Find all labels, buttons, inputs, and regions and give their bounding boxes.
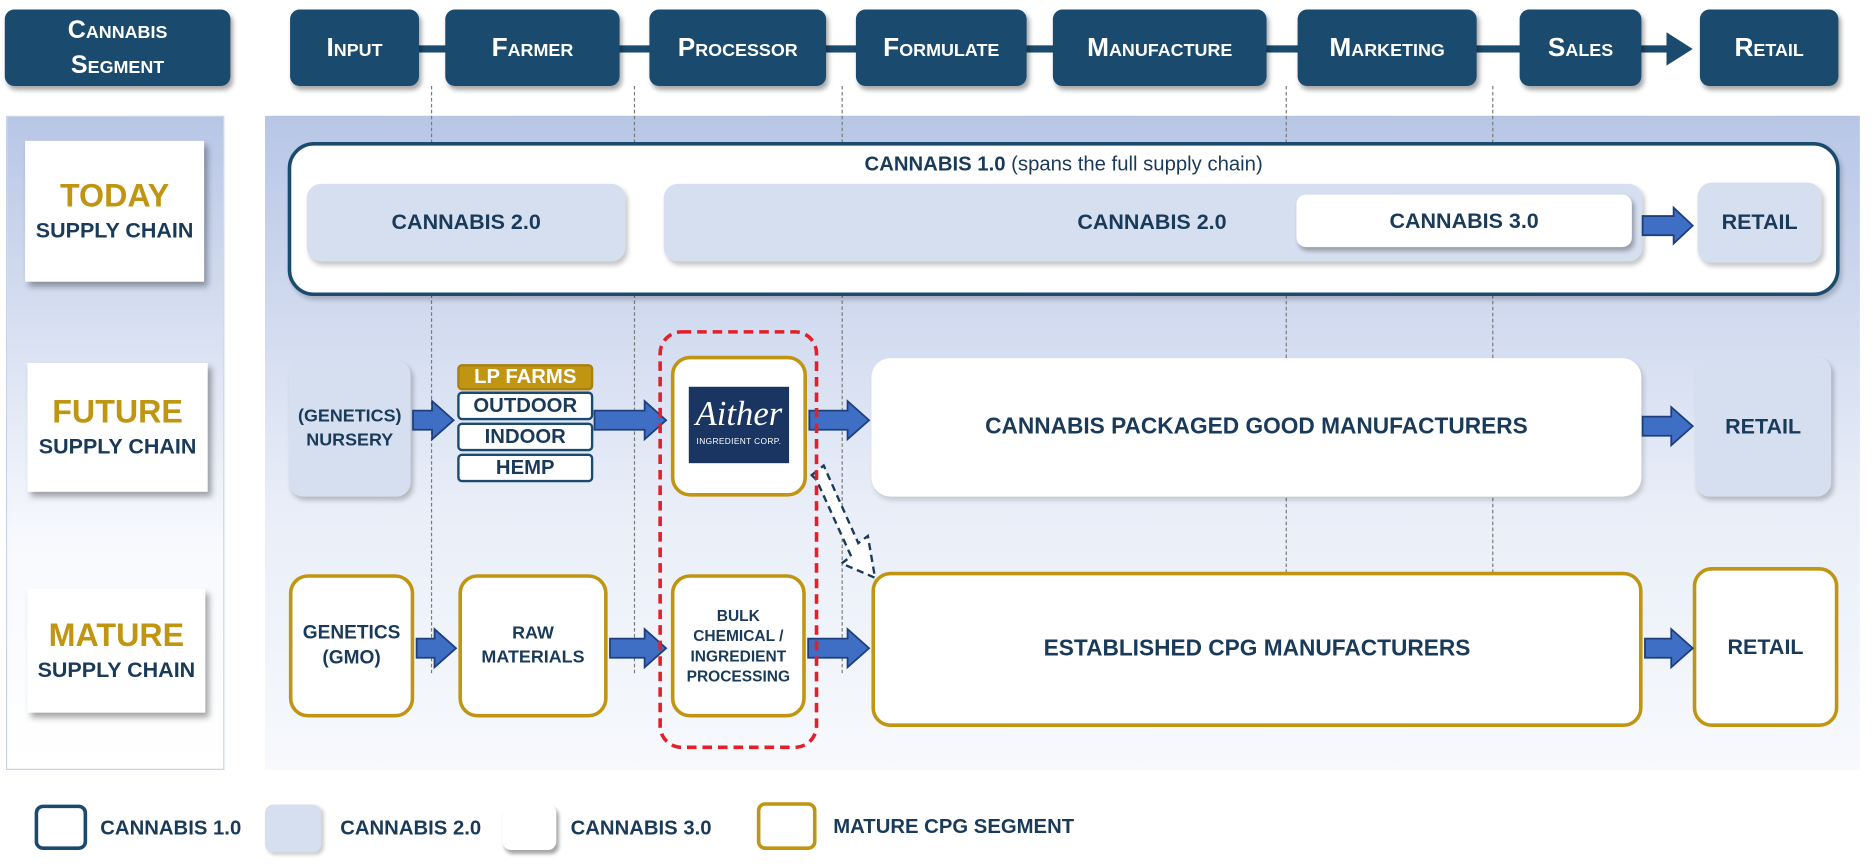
future-retail-box: RETAIL <box>1695 356 1832 497</box>
raw-to-bulk-arrow <box>609 627 668 670</box>
bulk-processing-line: CHEMICAL / <box>693 626 784 645</box>
farm-chip-lp: LP FARMS <box>457 364 594 391</box>
stage-input: Input <box>290 9 420 86</box>
bulk-processing-box: BULK CHEMICAL / INGREDIENT PROCESSING <box>670 574 806 718</box>
aither-to-manufacturers-arrow <box>808 399 871 442</box>
future-retail-label: RETAIL <box>1725 414 1802 439</box>
row-label-small: SUPPLY CHAIN <box>37 657 196 682</box>
stage-label: Processor <box>677 32 798 63</box>
legend-label-cannabis-3: CANNABIS 3.0 <box>570 816 712 840</box>
row-label-big: MATURE <box>48 617 185 653</box>
bulk-processing-line: INGREDIENT <box>690 647 787 665</box>
nursery-box: (GENETICS) NURSERY <box>288 360 411 497</box>
farm-chip-label: OUTDOOR <box>473 393 578 417</box>
segment-header-label: Cannabis Segment <box>67 16 168 79</box>
established-cpg-manufacturers-label: ESTABLISHED CPG MANUFACTURERS <box>1043 636 1471 662</box>
today-retail-label: RETAIL <box>1721 210 1798 234</box>
stage-label: Input <box>326 32 383 63</box>
farm-chip-indoor: INDOOR <box>457 422 594 452</box>
farm-chip-label: INDOOR <box>484 424 566 448</box>
aither-to-cpg-dashed-arrow <box>809 463 877 580</box>
column-divider <box>633 85 636 674</box>
cannabis-3-box: CANNABIS 3.0 <box>1296 194 1632 248</box>
row-label-big: TODAY <box>59 177 170 214</box>
stage-label: Sales <box>1547 32 1614 63</box>
column-divider <box>1492 85 1494 573</box>
row-label-small: SUPPLY CHAIN <box>38 434 197 459</box>
legend-swatch-cannabis-1 <box>34 804 88 850</box>
stage-retail: Retail <box>1699 9 1839 86</box>
mature-retail-arrow <box>1644 627 1695 670</box>
row-label-mature: MATURE SUPPLY CHAIN <box>27 588 206 713</box>
bulk-processing-line: BULK <box>716 606 760 625</box>
stage-marketing: Marketing <box>1297 9 1477 86</box>
aither-logo-sub: INGREDIENT CORP. <box>696 438 782 447</box>
legend-label-mature-cpg: MATURE CPG SEGMENT <box>833 815 1075 839</box>
column-divider <box>841 85 843 674</box>
raw-materials-line: MATERIALS <box>481 647 585 668</box>
stage-label: Marketing <box>1329 32 1445 63</box>
cannabis-2-box-left: CANNABIS 2.0 <box>306 183 626 262</box>
cannabis-2-label: CANNABIS 2.0 <box>391 210 541 234</box>
cannabis-packaged-good-manufacturers-label: CANNABIS PACKAGED GOOD MANUFACTURERS <box>985 414 1528 440</box>
legend-label-cannabis-1: CANNABIS 1.0 <box>100 816 242 840</box>
row-label-today: TODAY SUPPLY CHAIN <box>25 140 205 282</box>
segment-header: Cannabis Segment <box>4 9 231 86</box>
row-label-big: FUTURE <box>52 393 183 430</box>
genetics-line: (GMO) <box>322 648 381 669</box>
farm-chip-label: HEMP <box>495 456 555 479</box>
raw-materials-box: RAW MATERIALS <box>458 574 608 718</box>
stage-sales: Sales <box>1519 9 1642 86</box>
legend-swatch-cannabis-2 <box>265 804 322 853</box>
raw-materials-line: RAW <box>512 623 554 644</box>
mature-retail-box: RETAIL <box>1692 567 1839 727</box>
row-label-small: SUPPLY CHAIN <box>35 218 194 243</box>
aither-logo-name: Aither <box>695 395 783 434</box>
stage-manufacture: Manufacture <box>1052 9 1267 86</box>
farm-chip-hemp: HEMP <box>457 453 594 483</box>
cannabis-2-label: CANNABIS 2.0 <box>1077 210 1227 234</box>
stage-label: Retail <box>1734 32 1804 63</box>
farms-to-aither-arrow <box>593 399 668 442</box>
genetics-line: GENETICS <box>302 623 401 644</box>
nursery-to-farms-arrow <box>412 399 455 442</box>
established-cpg-manufacturers-box: ESTABLISHED CPG MANUFACTURERS <box>871 571 1643 727</box>
cannabis-packaged-good-manufacturers-box: CANNABIS PACKAGED GOOD MANUFACTURERS <box>871 358 1642 497</box>
farm-chip-label: LP FARMS <box>474 365 577 388</box>
stage-label: Farmer <box>491 32 574 63</box>
stage-processor: Processor <box>649 9 827 86</box>
column-divider <box>430 85 433 674</box>
cannabis-2-label-right: CANNABIS 2.0 <box>1051 184 1254 262</box>
today-retail-arrow <box>1641 205 1695 246</box>
mature-retail-label: RETAIL <box>1727 634 1804 659</box>
cannabis-1-caption: CANNABIS 1.0 (spans the full supply chai… <box>288 153 1840 177</box>
cannabis-1-note: (spans the full supply chain) <box>1011 152 1263 176</box>
row-label-future: FUTURE SUPPLY CHAIN <box>27 362 208 492</box>
today-retail-box: RETAIL <box>1697 182 1822 263</box>
aither-logo: Aither INGREDIENT CORP. <box>688 386 790 464</box>
stage-farmer: Farmer <box>445 9 620 86</box>
genetics-gmo-box: GENETICS (GMO) <box>288 574 415 718</box>
cannabis-3-label: CANNABIS 3.0 <box>1389 208 1539 233</box>
nursery-line: (GENETICS) <box>298 405 402 427</box>
legend-label-cannabis-2: CANNABIS 2.0 <box>340 816 482 840</box>
bulk-processing-line: PROCESSING <box>686 667 791 686</box>
cannabis-1-title: CANNABIS 1.0 <box>864 152 1006 176</box>
stage-label: Formulate <box>883 32 1000 63</box>
stage-formulate: Formulate <box>855 9 1027 86</box>
column-divider <box>1285 85 1287 573</box>
axis-arrowhead <box>1666 32 1693 66</box>
legend-swatch-cannabis-3 <box>502 804 557 850</box>
legend-swatch-mature-cpg <box>756 802 817 850</box>
genetics-to-raw-arrow <box>415 627 458 670</box>
stage-label: Manufacture <box>1087 32 1233 63</box>
future-retail-arrow <box>1641 405 1695 448</box>
nursery-line: NURSERY <box>306 429 394 451</box>
processor-highlight <box>658 330 819 750</box>
farm-chip-outdoor: OUTDOOR <box>457 391 594 421</box>
